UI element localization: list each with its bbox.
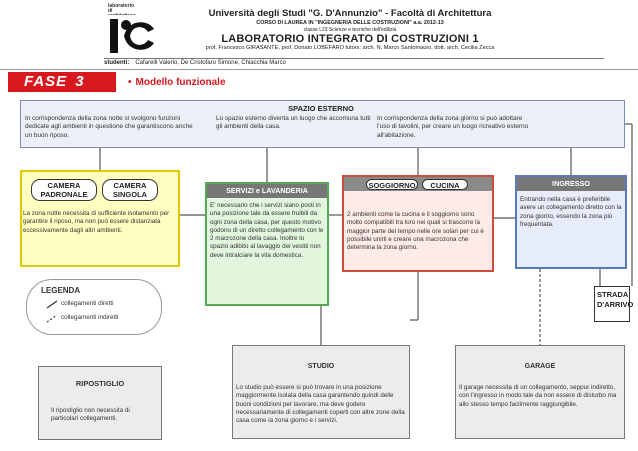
students-line: studenti: Cafarelli Valerio, De Cristofar… [104,58,604,67]
zona-giorno-box: SOGGIORNO CUCINA 2 ambienti come la cuci… [342,175,494,272]
zona-giorno-text: 2 ambienti come la cucina e il soggiorno… [347,211,484,252]
phase-number: 3 [75,73,85,90]
camera-padronale-tag: CAMERA PADRONALE [31,179,97,201]
phase-badge: FASE 3 [8,72,116,92]
legend-direct: collegamenti diretti [61,300,114,307]
strada-arrivo-box: STRADA D'ARRIVO [594,286,633,322]
studio-title: STUDIO [307,363,335,370]
spazio-esterno-title: SPAZIO ESTERNO [288,104,354,113]
header-divider [0,69,638,70]
legend-lines-icon [46,300,58,323]
zona-notte-text: La zona notte necessita di sufficiente i… [23,210,170,234]
legend-indirect: collegamenti indiretti [61,314,119,321]
soggiorno-tag: SOGGIORNO [366,179,418,190]
cucina-tag: CUCINA [422,179,468,190]
ripostiglio-box: RIPOSTIGLIO Il ripostiglio non necessita… [38,366,162,440]
university-heading: Università degli Studi "G. D'Annunzio" -… [208,8,492,19]
garage-box: GARAGE Il garage necessita di un collega… [455,345,625,439]
ingresso-title: INGRESSO [517,177,625,191]
esterno-zona-giorno-text: In corrispondenza della zona giorno si p… [377,115,529,139]
servizi-box: SERVIZI e LAVANDERIA E' necessario che i… [205,182,329,306]
ingresso-text: Entrando nella casa è preferibile avere … [520,196,622,228]
logo-caption: laboratorio di architettura [108,3,136,19]
servizi-title: SERVIZI e LAVANDERIA [207,184,327,198]
students-names: Cafarelli Valerio, De Cristofaro Simone,… [135,60,286,66]
zona-notte-box: CAMERA PADRONALE CAMERA SINGOLA La zona … [20,170,180,267]
phase-subtitle: Modello funzionale [128,77,226,88]
phase-label: FASE [24,73,68,90]
students-label: studenti: [104,60,130,66]
servizi-text: E' necessario che i servizi siano posti … [210,202,324,259]
spazio-esterno-box: SPAZIO ESTERNO In corrispondenza della z… [20,100,625,148]
ripostiglio-title: RIPOSTIGLIO [75,379,125,388]
ripostiglio-text: Il ripostiglio non necessita di particol… [51,407,130,423]
esterno-center-text: Lo spazio esterno diventa un luogo che a… [216,115,371,131]
legend: LEGENDA collegamenti diretti collegament… [26,279,162,335]
esterno-zona-notte-text: In corrispondenza della zona notte si sv… [25,115,193,139]
lab-logo [108,15,156,57]
studio-text: Lo studio può essere si può trovare in u… [236,384,405,425]
legend-title: LEGENDA [41,286,81,295]
ingresso-box: INGRESSO Entrando nella casa è preferibi… [515,175,627,269]
garage-title: GARAGE [524,363,556,370]
camera-singola-tag: CAMERA SINGOLA [102,179,158,201]
studio-box: STUDIO Lo studio può essere si può trova… [232,345,410,439]
garage-text: Il garage necessita di un collegamento, … [459,384,617,408]
